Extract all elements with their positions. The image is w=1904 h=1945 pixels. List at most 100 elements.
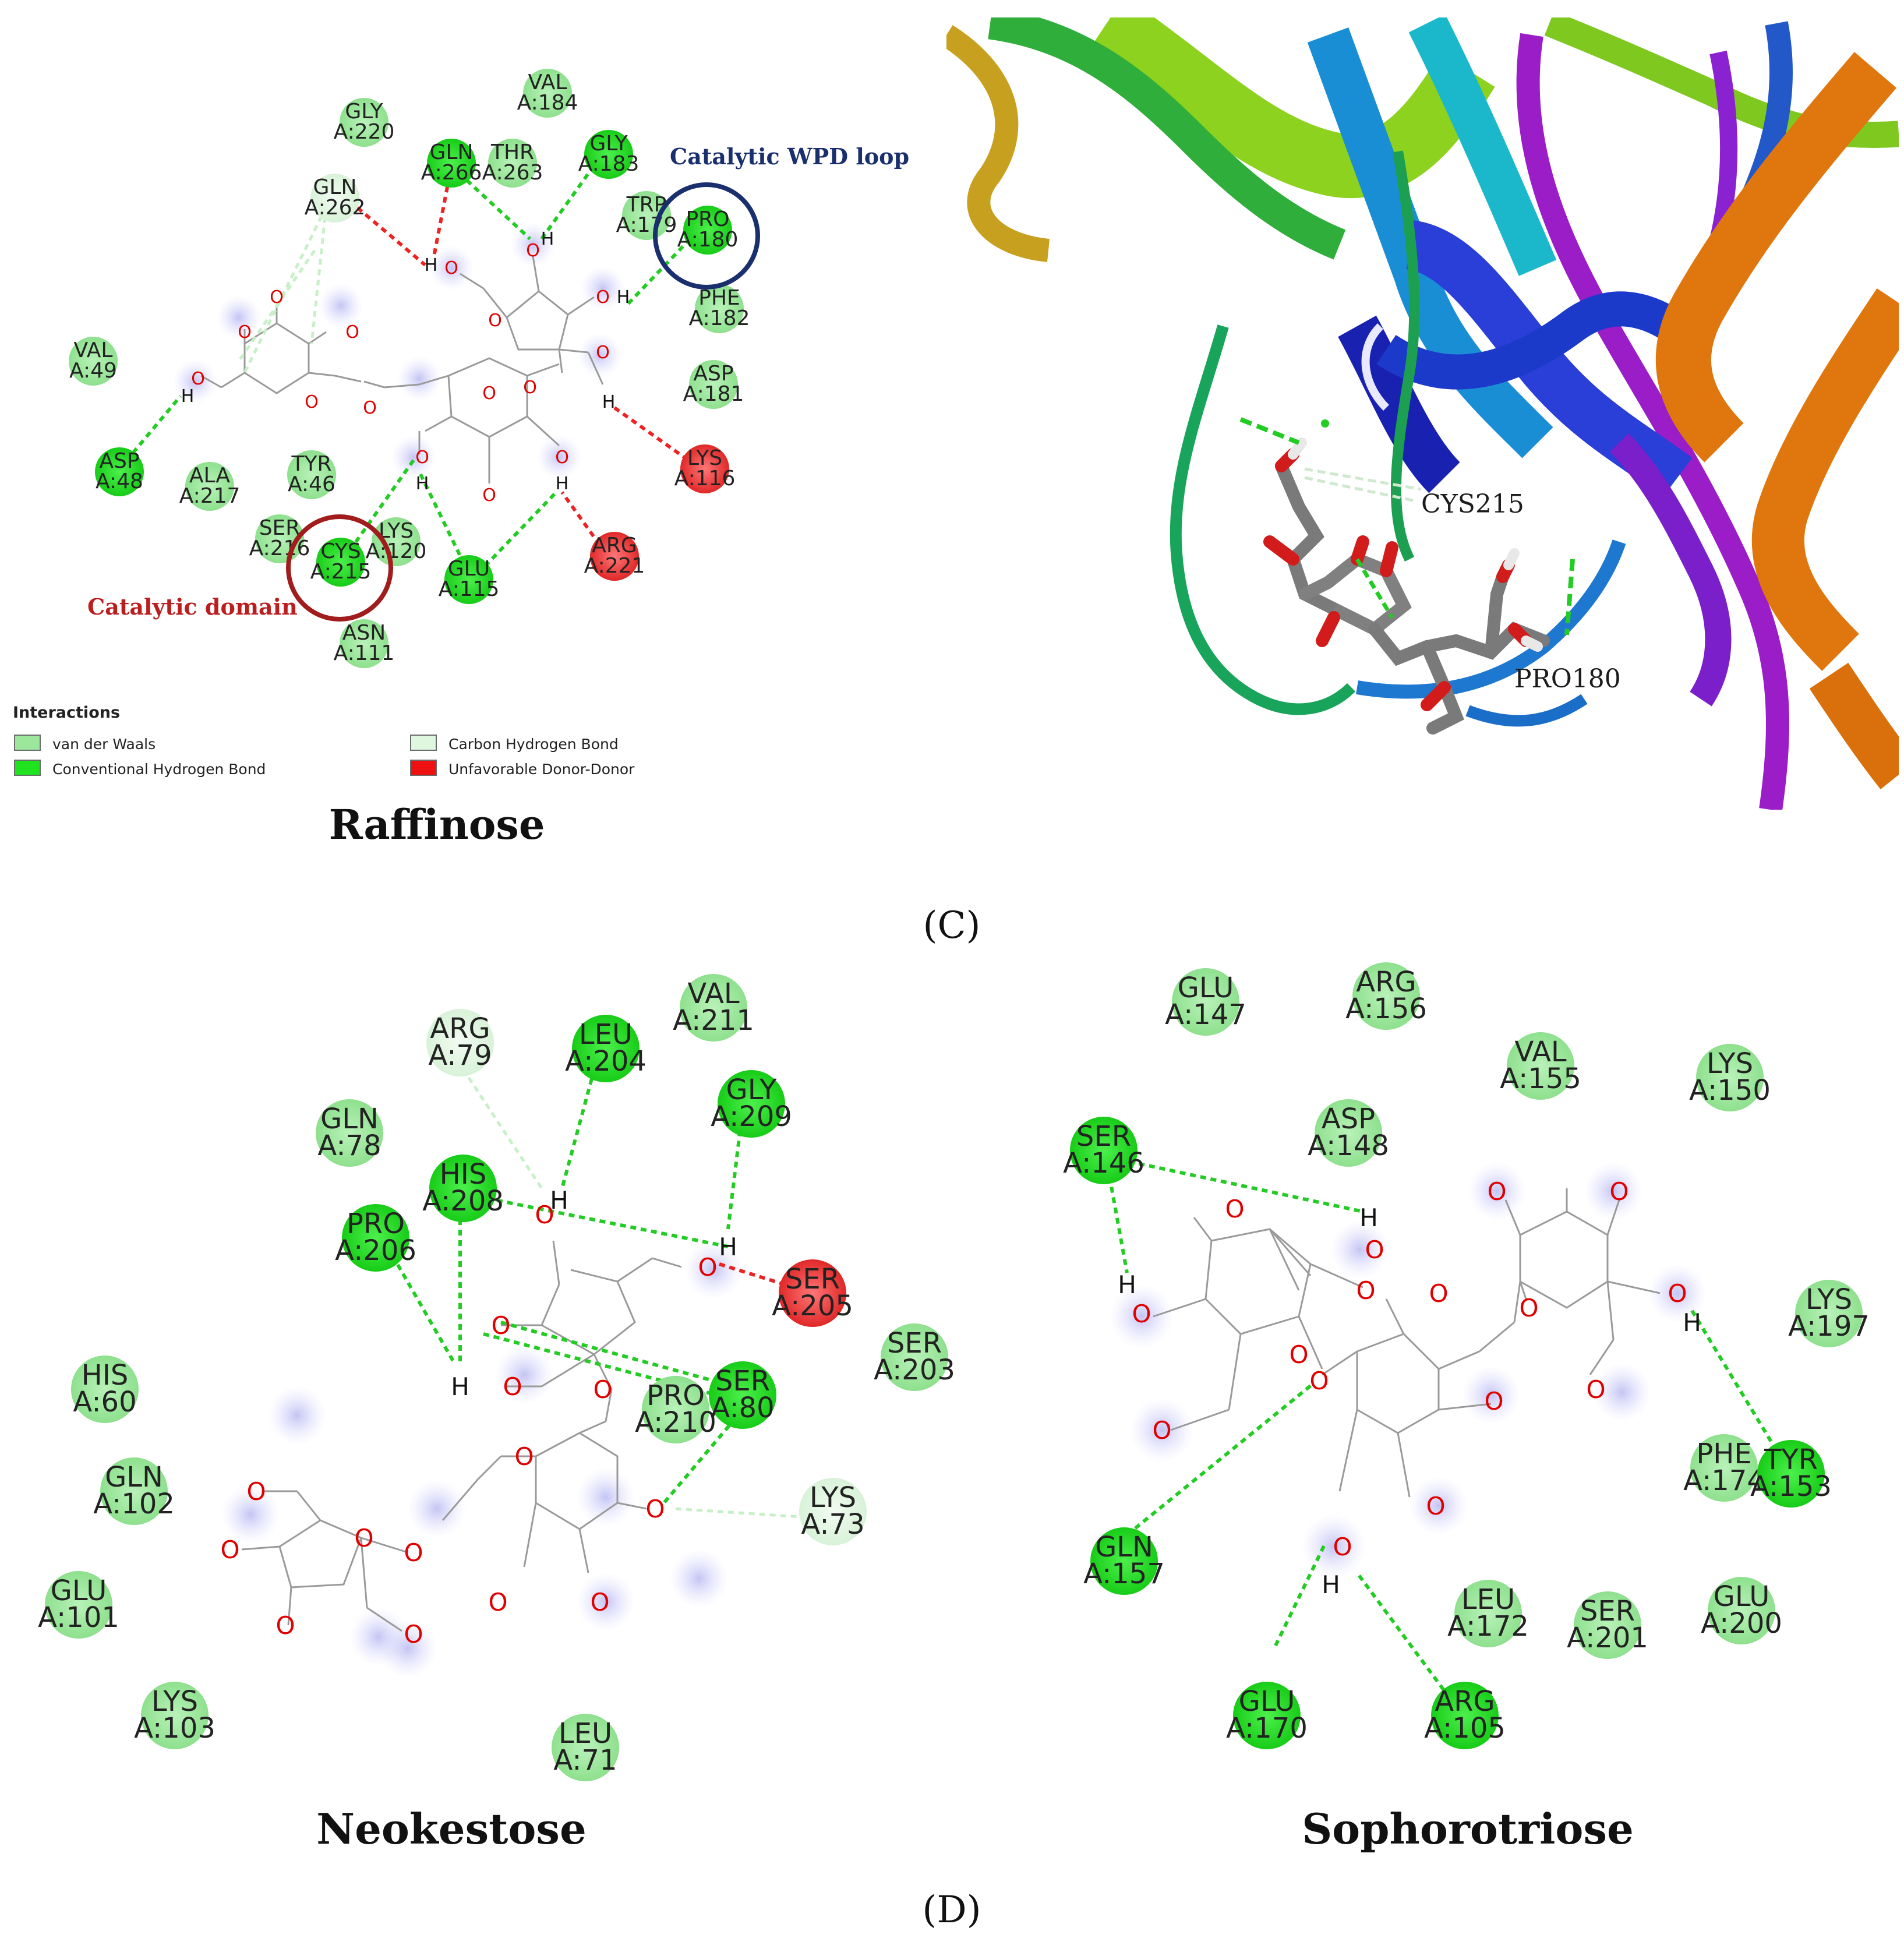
svg-text:O: O [596, 287, 610, 308]
svg-text:H: H [550, 1186, 568, 1215]
svg-text:O: O [220, 1535, 239, 1564]
residue-name: ASP [693, 362, 733, 386]
residue-id: A:209 [711, 1100, 792, 1133]
residue-name: LYS [1707, 1047, 1753, 1080]
residue-name: ARG [592, 534, 637, 557]
panel-d-label: (D) [922, 1888, 981, 1932]
svg-text:O: O [1519, 1294, 1538, 1322]
residue-name: GLN [430, 140, 474, 164]
sophorotriose-interactions [1108, 1157, 1778, 1708]
residue-id: A:103 [134, 1712, 216, 1745]
residue-id: A:105 [1424, 1712, 1506, 1745]
svg-text:O: O [1426, 1492, 1445, 1520]
residue-id: A:210 [635, 1406, 716, 1439]
residue-name: SER [1076, 1120, 1131, 1153]
svg-text:O: O [1484, 1387, 1503, 1415]
residue-id: A:181 [683, 382, 744, 406]
residue-name: SER [887, 1327, 942, 1360]
svg-text:O: O [363, 398, 377, 418]
residue-id: A:216 [249, 536, 310, 560]
residue-id: A:116 [674, 467, 736, 490]
svg-text:O: O [354, 1524, 373, 1552]
residue-name: LEU [559, 1717, 612, 1750]
legend-label-vdw: van der Waals [52, 736, 156, 753]
catalytic-domain-annotation: Catalytic domain [87, 594, 298, 620]
render-label-pro180: PRO180 [1514, 664, 1621, 694]
legend-swatch-vdw [14, 735, 41, 751]
residue-id: A:263 [482, 161, 543, 185]
residue-id: A:79 [428, 1039, 492, 1072]
svg-text:O: O [645, 1495, 665, 1523]
residue-name: CYS [320, 539, 361, 563]
residue-name: PHE [1696, 1438, 1751, 1470]
svg-text:O: O [526, 241, 540, 261]
svg-text:O: O [514, 1442, 534, 1471]
svg-text:O: O [523, 377, 537, 398]
residue-id: A:184 [517, 91, 578, 115]
residue-id: A:146 [1063, 1147, 1144, 1180]
svg-text:O: O [1356, 1276, 1375, 1305]
residue-id: A:215 [310, 560, 372, 584]
residue-name: ASP [1322, 1103, 1375, 1135]
residue-id: A:174 [1683, 1464, 1765, 1497]
residue-name: PHE [698, 286, 740, 310]
residue-name: LYS [810, 1481, 856, 1514]
raffinose-atoms: O O O O O O O O O O O O O O O O H H H H … [181, 229, 630, 506]
residue-id: A:203 [874, 1354, 955, 1386]
svg-text:O: O [491, 1311, 510, 1340]
svg-text:O: O [1586, 1375, 1605, 1404]
residue-name: ARG [1356, 966, 1416, 998]
svg-text:H: H [1359, 1203, 1378, 1232]
interaction-legend: Interactions van der Waals Conventional … [13, 704, 635, 778]
neokestose-halos [221, 1241, 743, 1678]
residue-id: A:201 [1567, 1622, 1648, 1654]
svg-text:H: H [451, 1372, 469, 1401]
residue-name: GLU [1178, 972, 1234, 1004]
residue-id: A:180 [677, 228, 739, 252]
residue-id: A:60 [73, 1386, 136, 1418]
render-label-cys215: CYS215 [1421, 489, 1524, 519]
svg-text:O: O [555, 447, 569, 468]
residue-id: A:78 [317, 1129, 381, 1162]
svg-text:O: O [593, 1375, 612, 1404]
svg-text:O: O [275, 1611, 295, 1640]
residue-name: ASN [342, 621, 386, 645]
residue-name: SER [715, 1365, 770, 1397]
residue-name: GLN [313, 175, 357, 199]
residue-name: TYR [1764, 1443, 1818, 1476]
residue-id: A:205 [772, 1290, 853, 1322]
svg-text:O: O [1609, 1177, 1629, 1206]
svg-text:H: H [416, 474, 429, 494]
residue-name: GLU [51, 1575, 107, 1607]
svg-text:O: O [698, 1253, 717, 1282]
residue-name: LEU [1461, 1583, 1515, 1616]
residue-id: A:204 [565, 1045, 647, 1078]
protein-render: CYS215 PRO180 [946, 17, 1899, 810]
residue-id: A:153 [1750, 1470, 1832, 1503]
neokestose-caption: Neokestose [316, 1804, 587, 1854]
legend-title: Interactions [13, 704, 120, 722]
residue-id: A:120 [366, 539, 427, 563]
svg-text:O: O [488, 1588, 507, 1616]
